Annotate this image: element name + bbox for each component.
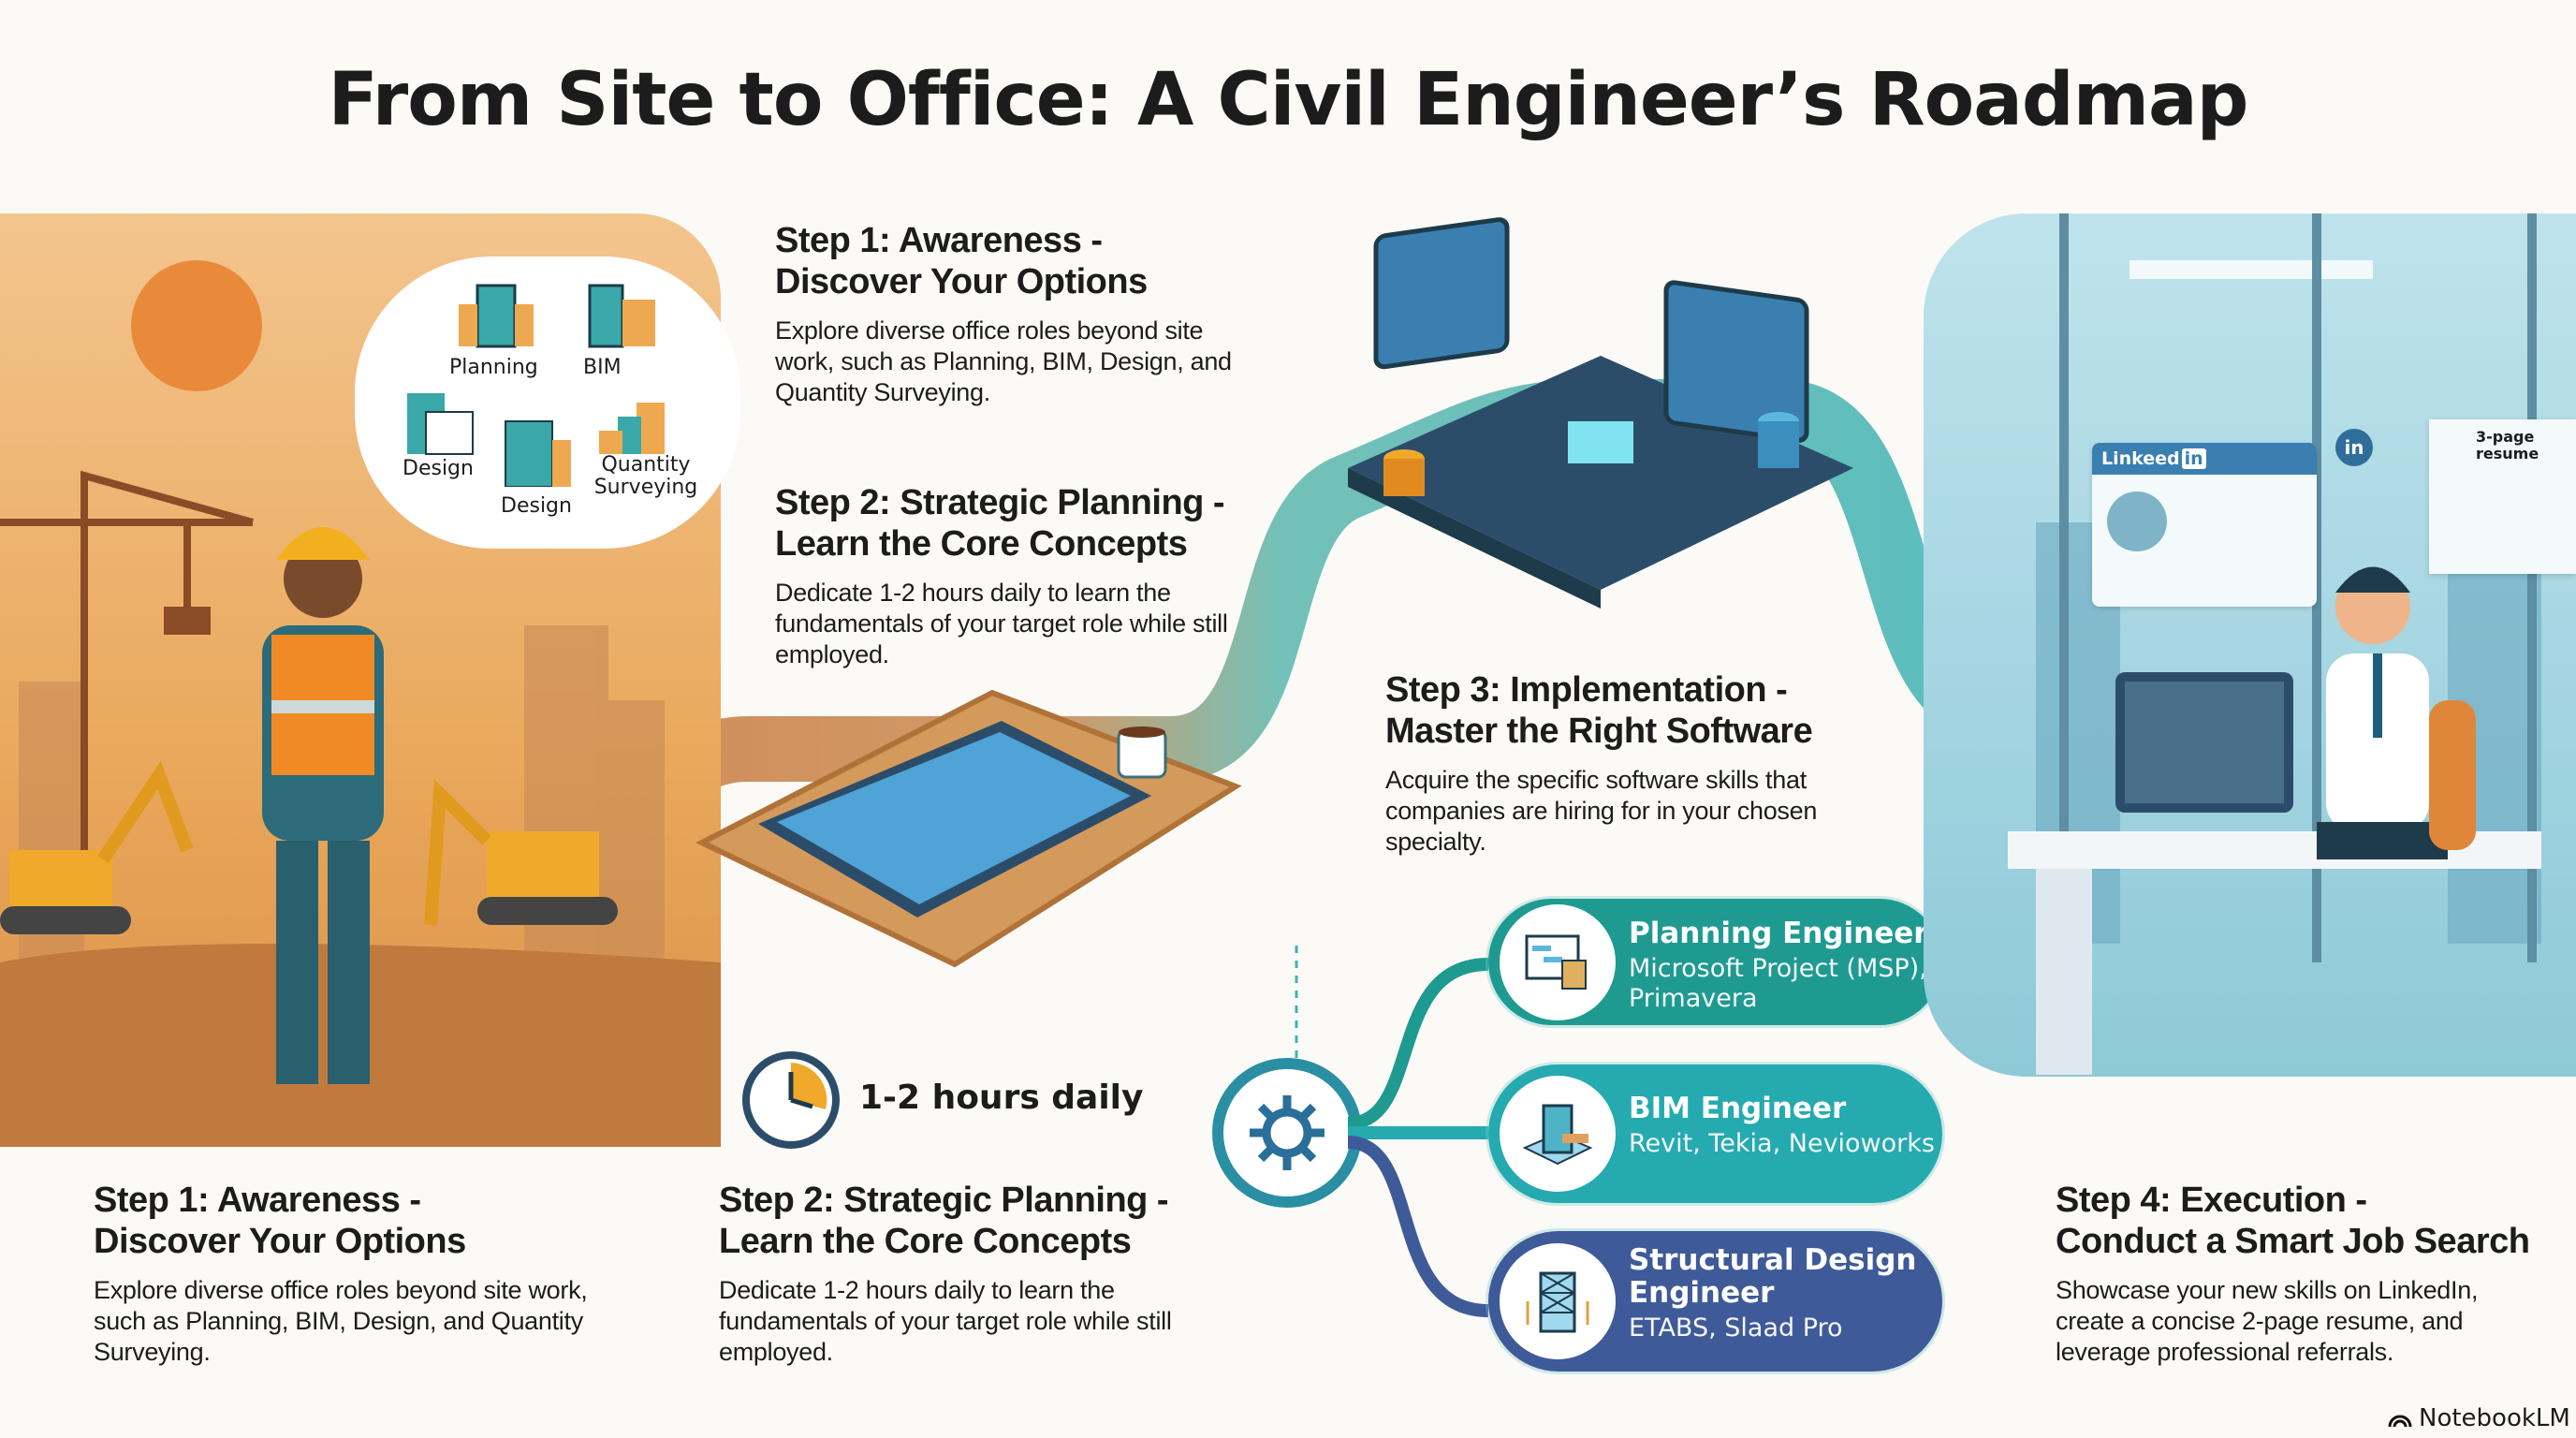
coffee-cup-icon: [1117, 726, 1167, 779]
cloud-label: Planning: [449, 356, 538, 379]
resume-card: 3-page resume: [2429, 419, 2576, 574]
step-3-top: Step 3: Implementation -Master the Right…: [1385, 669, 1914, 858]
step-2-top: Step 2: Strategic Planning -Learn the Co…: [775, 482, 1262, 670]
step-heading: Step 3: Implementation -: [1385, 670, 1788, 710]
step-1-bottom: Step 1: Awareness -Discover Your Options…: [94, 1180, 618, 1368]
step-body: Showcase your new skills on LinkedIn, cr…: [2056, 1276, 2479, 1366]
role-title: Planning Engineer: [1629, 917, 1928, 950]
tablet-blueprint-illustration: [695, 689, 1242, 968]
excavator-icon: [424, 779, 618, 926]
brand-watermark: NotebookLM: [2387, 1404, 2570, 1432]
resume-label: 3-page resume: [2476, 428, 2539, 462]
linkedin-label: Linkeed: [2101, 448, 2180, 469]
cloud-label: Design: [501, 494, 572, 518]
clock-icon: [742, 1051, 840, 1149]
clock-label: 1-2 hours daily: [859, 1078, 1144, 1117]
role-software: Revit, Tekia, Nevioworks: [1629, 1129, 1935, 1158]
notebooklm-logo-icon: [2388, 1415, 2412, 1428]
step-2-bottom: Step 2: Strategic Planning -Learn the Co…: [719, 1180, 1243, 1368]
cloud-label: Design: [402, 457, 474, 480]
step-heading: Conduct a Smart Job Search: [2056, 1222, 2530, 1261]
thought-cloud: Planning BIM Design Design Quantity Surv…: [360, 262, 735, 543]
step-heading: Master the Right Software: [1385, 712, 1813, 751]
role-title: BIM Engineer: [1629, 1092, 1847, 1125]
step-heading: Step 1: Awareness -: [94, 1181, 421, 1220]
role-software: ETABS, Slaad Pro: [1629, 1313, 1843, 1343]
cloud-label: BIM: [583, 356, 622, 379]
bim-building-icon: [1500, 1076, 1616, 1192]
role-card-structural-design-engineer: Structural Design Engineer ETABS, Slaad …: [1488, 1231, 1942, 1372]
structure-frame-icon: [1500, 1243, 1616, 1359]
step-heading: Step 1: Awareness -: [775, 221, 1103, 260]
brand-label: NotebookLM: [2419, 1404, 2570, 1432]
linkedin-logo-icon: in: [2181, 448, 2206, 469]
page-title: From Site to Office: A Civil Engineer’s …: [328, 58, 2249, 142]
step-heading: Step 2: Strategic Planning -: [719, 1181, 1169, 1220]
excavator-icon: [0, 760, 194, 934]
software-workstation-illustration: [1348, 217, 1853, 609]
role-card-planning-engineer: Planning Engineer Microsoft Project (MSP…: [1488, 899, 1942, 1025]
construction-site-illustration: [0, 213, 721, 1147]
step-4-bottom: Step 4: Execution -Conduct a Smart Job S…: [2056, 1180, 2542, 1368]
office-worker-figure: [2317, 566, 2448, 859]
step-heading: Learn the Core Concepts: [775, 524, 1188, 564]
step-heading: Learn the Core Concepts: [719, 1222, 1132, 1261]
step-body: Explore diverse office roles beyond site…: [775, 316, 1232, 406]
role-software: Microsoft Project (MSP), Primavera: [1629, 954, 1927, 1013]
step-body: Acquire the specific software skills tha…: [1385, 766, 1818, 856]
step-body: Explore diverse office roles beyond site…: [94, 1276, 588, 1366]
step-heading: Discover Your Options: [94, 1222, 466, 1261]
step-heading: Step 2: Strategic Planning -: [775, 483, 1225, 522]
role-card-bim-engineer: BIM Engineer Revit, Tekia, Nevioworks: [1488, 1064, 1942, 1203]
linkedin-network-icon: in: [2335, 429, 2373, 466]
role-title: Structural Design Engineer: [1629, 1243, 1917, 1310]
step-body: Dedicate 1-2 hours daily to learn the fu…: [775, 579, 1228, 668]
step-body: Dedicate 1-2 hours daily to learn the fu…: [719, 1276, 1172, 1366]
sun-icon: [131, 260, 262, 391]
step-1-top: Step 1: Awareness -Discover Your Options…: [775, 220, 1262, 408]
engineer-figure: [262, 527, 384, 1084]
role-connectors: [1348, 958, 1489, 1317]
crane-icon: [0, 470, 255, 925]
gantt-chart-icon: [1500, 903, 1616, 1020]
step-heading: Step 4: Execution -: [2056, 1181, 2367, 1220]
cloud-label: Quantity Surveying: [593, 453, 698, 499]
step-heading: Discover Your Options: [775, 262, 1148, 301]
